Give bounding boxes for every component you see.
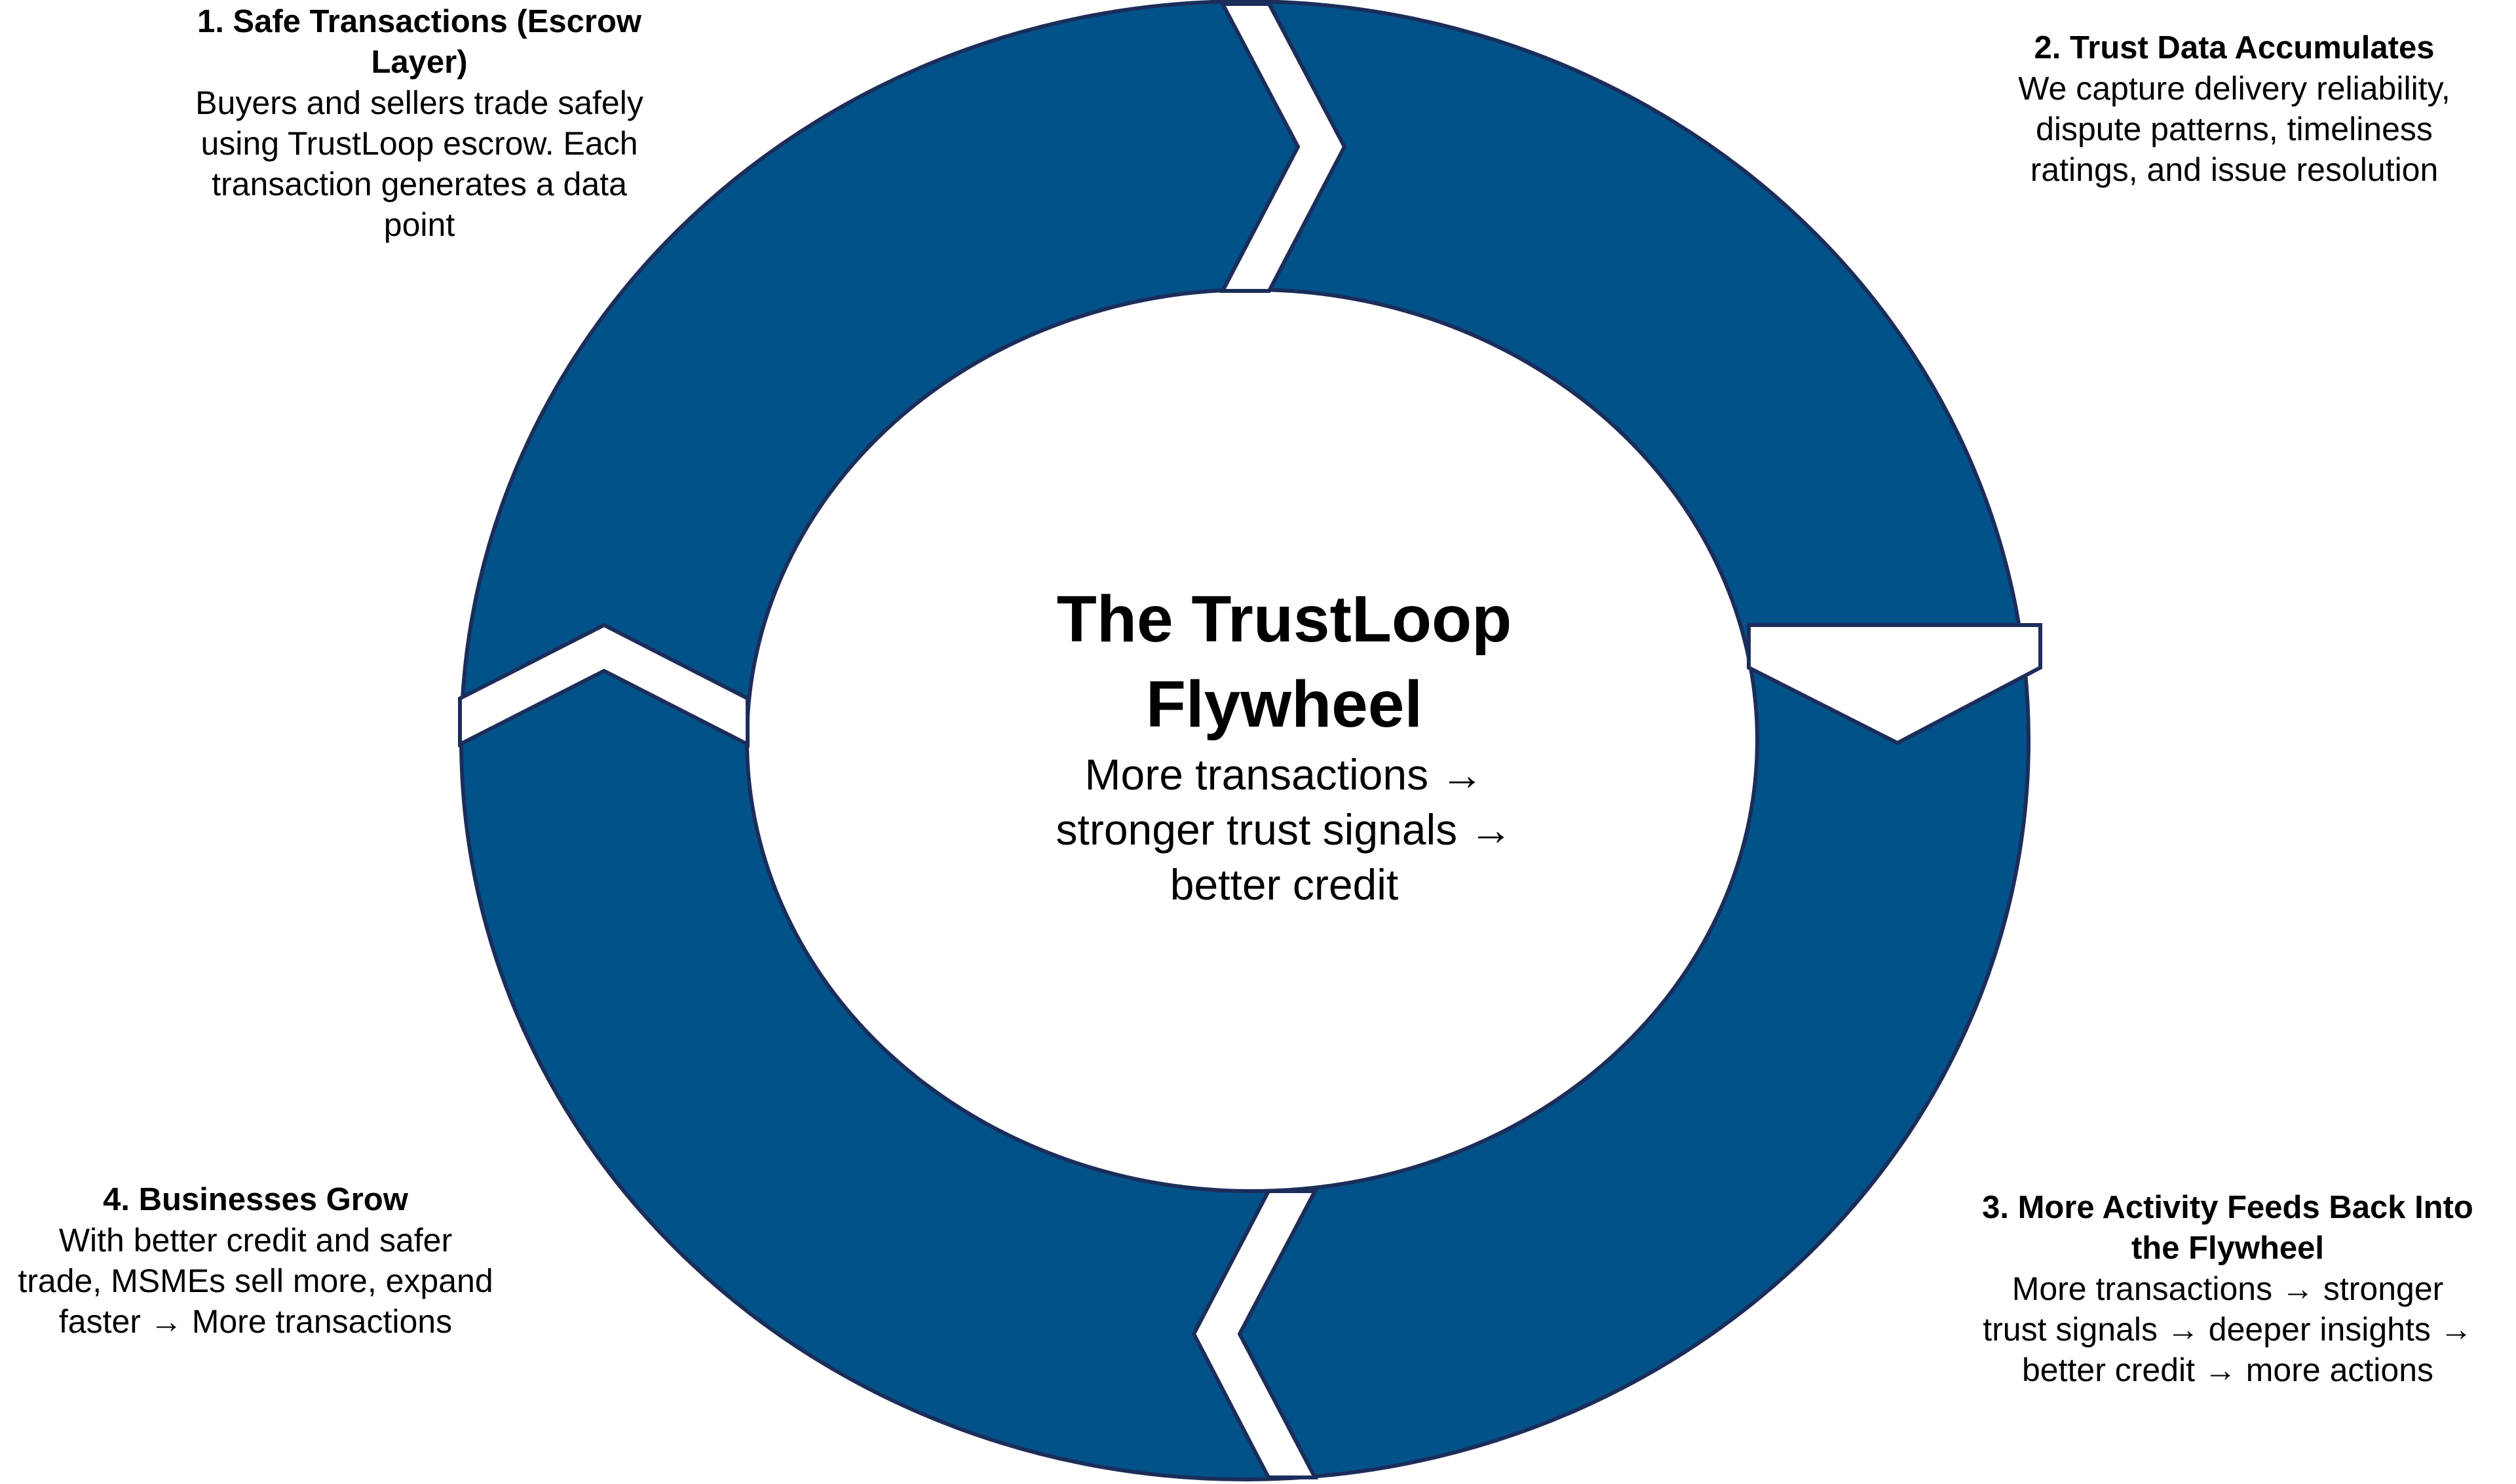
chevron-down-icon bbox=[1747, 623, 2042, 746]
step-description-line: With better credit and safer bbox=[58, 1222, 453, 1259]
step-title-line: the Flywheel bbox=[2131, 1230, 2325, 1266]
center-subtitle-line: More transactions → bbox=[1084, 750, 1484, 799]
step-description-line: transaction generates a data bbox=[212, 166, 627, 202]
step-1-safe-transactions: 1. Safe Transactions (Escrow Layer) Buye… bbox=[157, 1, 681, 245]
step-title-line: 2. Trust Data Accumulates bbox=[2034, 30, 2435, 66]
step-title: 1. Safe Transactions (Escrow Layer) bbox=[157, 1, 681, 83]
step-description-line: We capture delivery reliability, bbox=[2018, 70, 2450, 107]
step-description: We capture delivery reliability, dispute… bbox=[1966, 68, 2503, 190]
step-description-line: dispute patterns, timeliness bbox=[2036, 111, 2433, 147]
step-4-businesses-grow: 4. Businesses Grow With better credit an… bbox=[0, 1179, 518, 1342]
step-description-line: More transactions → stronger bbox=[2011, 1270, 2444, 1307]
chevron-left-icon bbox=[1191, 1189, 1318, 1479]
step-2-trust-data: 2. Trust Data Accumulates We capture del… bbox=[1966, 28, 2503, 190]
center-subtitle-line: better credit bbox=[1170, 860, 1399, 909]
chevron-up-icon bbox=[458, 622, 750, 748]
step-description: More transactions → stronger trust signa… bbox=[1939, 1268, 2516, 1390]
step-title: 2. Trust Data Accumulates bbox=[1966, 28, 2503, 68]
flywheel-ring bbox=[459, 0, 2030, 1481]
step-title-line: 3. More Activity Feeds Back Into bbox=[1982, 1190, 2473, 1225]
center-title-line: The TrustLoop bbox=[1056, 582, 1512, 656]
center-subtitle-line: stronger trust signals → bbox=[1056, 805, 1513, 854]
step-title-line: Layer) bbox=[371, 45, 468, 80]
step-description-line: point bbox=[383, 206, 455, 243]
center-title-line: Flywheel bbox=[1145, 668, 1423, 741]
step-description-line: trade, MSMEs sell more, expand bbox=[18, 1263, 493, 1299]
center-title: The TrustLoop Flywheel bbox=[957, 577, 1612, 747]
step-description-line: faster → More transactions bbox=[58, 1303, 453, 1340]
step-description: Buyers and sellers trade safely using Tr… bbox=[157, 83, 681, 245]
step-description: With better credit and safer trade, MSME… bbox=[0, 1220, 518, 1342]
step-description-line: Buyers and sellers trade safely bbox=[195, 85, 643, 121]
step-description-line: better credit → more actions bbox=[2021, 1352, 2434, 1388]
step-title-line: 4. Businesses Grow bbox=[103, 1182, 408, 1217]
center-subtitle: More transactions → stronger trust signa… bbox=[957, 747, 1612, 912]
step-3-more-activity: 3. More Activity Feeds Back Into the Fly… bbox=[1939, 1187, 2516, 1390]
step-description-line: ratings, and issue resolution bbox=[2030, 151, 2439, 188]
step-title: 3. More Activity Feeds Back Into the Fly… bbox=[1939, 1187, 2516, 1268]
chevron-right-icon bbox=[1219, 2, 1347, 293]
step-description-line: using TrustLoop escrow. Each bbox=[200, 125, 638, 162]
step-title: 4. Businesses Grow bbox=[0, 1179, 518, 1220]
flywheel-center: The TrustLoop Flywheel More transactions… bbox=[957, 577, 1612, 912]
step-description-line: trust signals → deeper insights → bbox=[1983, 1311, 2473, 1348]
step-title-line: 1. Safe Transactions (Escrow bbox=[197, 4, 642, 39]
